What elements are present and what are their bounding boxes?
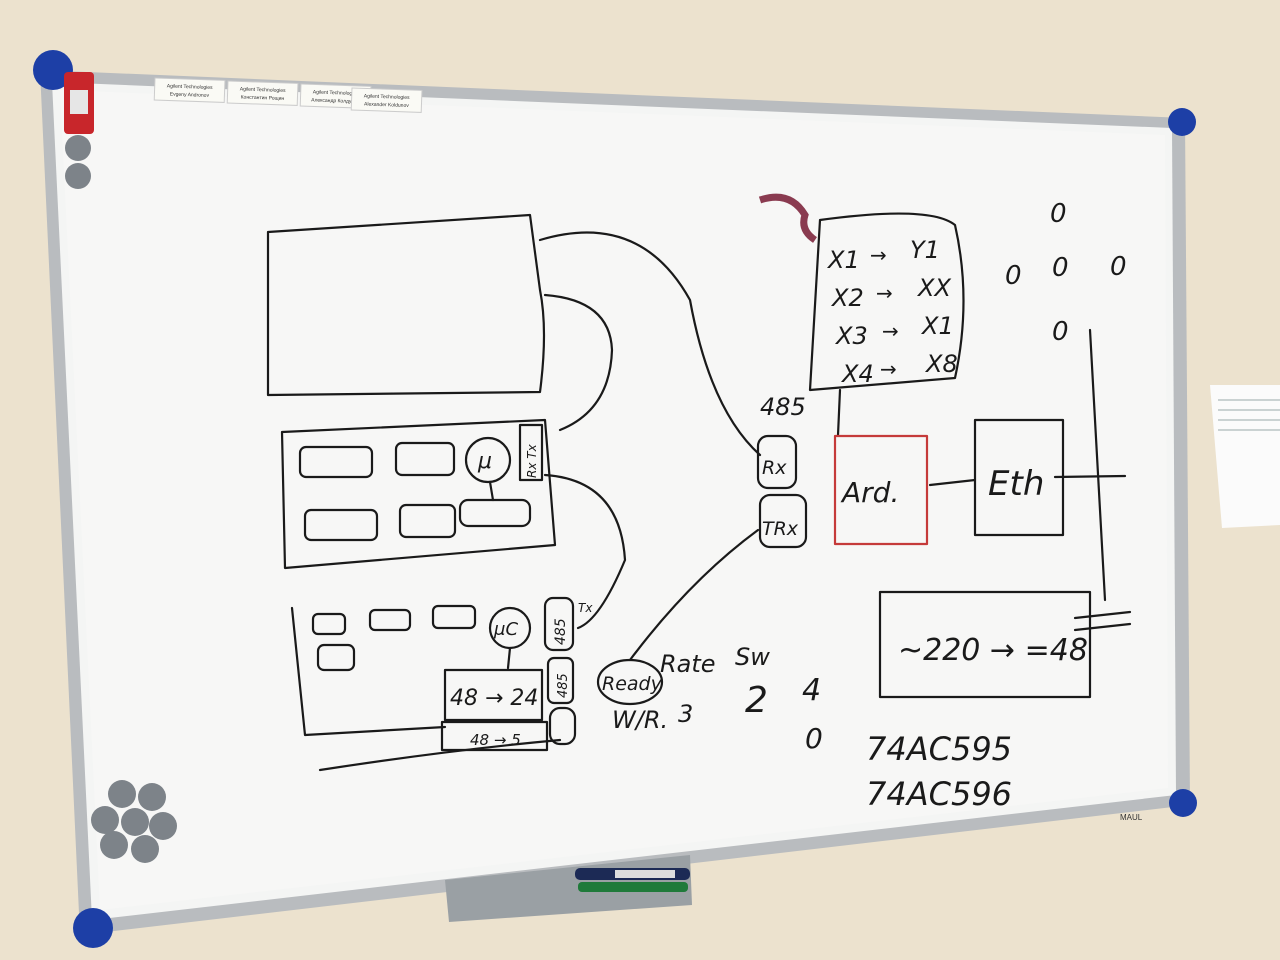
corner-magnet (1169, 789, 1197, 817)
name-tag-company: Agilent Technologies (313, 89, 359, 97)
paper-sheet (1210, 385, 1280, 528)
circle-mark: 0 (1052, 253, 1069, 283)
map-in: X1 (826, 246, 860, 274)
map-arrow: → (870, 243, 887, 267)
value: 4 (802, 673, 821, 708)
circle-mark: 0 (1050, 199, 1067, 229)
name-tag: Agilent Technologies Alexander Koldunov (350, 87, 423, 113)
red-scribble (758, 193, 818, 243)
converter-box (440, 720, 549, 752)
ic-485-label: 485 (553, 618, 569, 645)
ic-485-label: 485 (556, 673, 571, 698)
power-label: ~220 → =48 (898, 633, 1088, 668)
board-1 (280, 418, 557, 570)
slot (298, 445, 374, 479)
value: 3 (678, 700, 693, 728)
bus-label: 485 (760, 393, 806, 421)
name-tag-company: Agilent Technologies (240, 86, 286, 94)
name-tags: Agilent Technologies Evgeny Andronov Agi… (153, 77, 423, 113)
map-in: X3 (834, 322, 868, 350)
converter-box (443, 668, 544, 722)
name-tag-person: Константин Рощин (241, 94, 285, 102)
brand-label: MAUL (1120, 813, 1143, 822)
rxtx-label: Rx Tx (525, 443, 539, 478)
name-tag-person: Evgeny Andronov (170, 92, 210, 99)
rx-box (756, 434, 798, 490)
circle-mark: 0 (1052, 317, 1069, 347)
tx-label: Tx (578, 601, 593, 615)
slot (303, 508, 379, 542)
chip-label: 74AC596 (866, 775, 1012, 813)
rx-label: Rx (762, 457, 787, 479)
whiteboard: MAUL (33, 50, 1280, 948)
gray-magnets (65, 135, 177, 863)
trx-box (758, 493, 808, 549)
sw-label: Sw (735, 643, 770, 671)
mcu-circle (464, 436, 512, 484)
map-out: X8 (924, 350, 958, 378)
map-in: X4 (840, 360, 874, 388)
trx-label: TRx (762, 518, 799, 540)
map-out: XX (916, 274, 951, 302)
link-arrow (1053, 474, 1127, 479)
link-arrow (928, 478, 977, 487)
cable (543, 293, 614, 432)
mapping-box (808, 212, 965, 392)
slot (458, 498, 532, 528)
top-box (266, 213, 546, 397)
ard-label: Ard. (840, 476, 899, 509)
circle-mark: 0 (1005, 261, 1022, 291)
ic-485 (546, 656, 575, 705)
ic-485 (543, 596, 575, 652)
circle-mark: 0 (1110, 252, 1127, 282)
green-marker (578, 882, 688, 892)
name-tag-company: Agilent Technologies (364, 93, 410, 101)
mcu-label: μC (493, 619, 518, 640)
ard-box (833, 434, 929, 546)
corner-magnet (33, 50, 73, 90)
ready-label: Ready (602, 673, 663, 695)
map-arrow: → (880, 357, 897, 381)
board-2 (290, 606, 447, 737)
value: 0 (805, 722, 823, 755)
slot (398, 503, 457, 539)
corner-magnet (73, 908, 113, 948)
converter-label: 48 → 24 (450, 686, 538, 711)
drawing: μ Rx Tx μC 485 Tx 485 48 → 24 48 → 5 Rea… (266, 193, 1132, 813)
map-arrow: → (876, 281, 893, 305)
name-tag-person: Александр Колдунов (311, 97, 360, 105)
wr-label: W/R. (612, 706, 668, 734)
name-tag: Agilent Technologies Константин Рощин (226, 80, 299, 106)
power-box (878, 590, 1092, 699)
value: 2 (745, 680, 768, 721)
cable (538, 231, 762, 457)
mcu-label: μ (477, 449, 492, 474)
name-tag-person: Alexander Koldunov (364, 101, 409, 109)
name-tag-company: Agilent Technologies (167, 83, 213, 91)
eth-label: Eth (988, 464, 1044, 504)
map-arrow: → (882, 319, 899, 343)
map-out: X1 (920, 312, 954, 340)
mapping-table: X1 → Y1 X2 → XX X3 → X1 X4 → X8 (826, 236, 958, 388)
corner-magnet (1168, 108, 1196, 136)
rate-label: Rate (660, 650, 716, 678)
chip-label: 74AC595 (866, 730, 1012, 768)
converter-label: 48 → 5 (470, 731, 521, 749)
map-out: Y1 (910, 236, 940, 264)
markers (575, 868, 690, 892)
name-tag: Agilent Technologies Evgeny Andronov (153, 77, 226, 103)
rxtx-chip (518, 423, 544, 482)
slot (394, 441, 456, 477)
map-in: X2 (830, 284, 864, 312)
